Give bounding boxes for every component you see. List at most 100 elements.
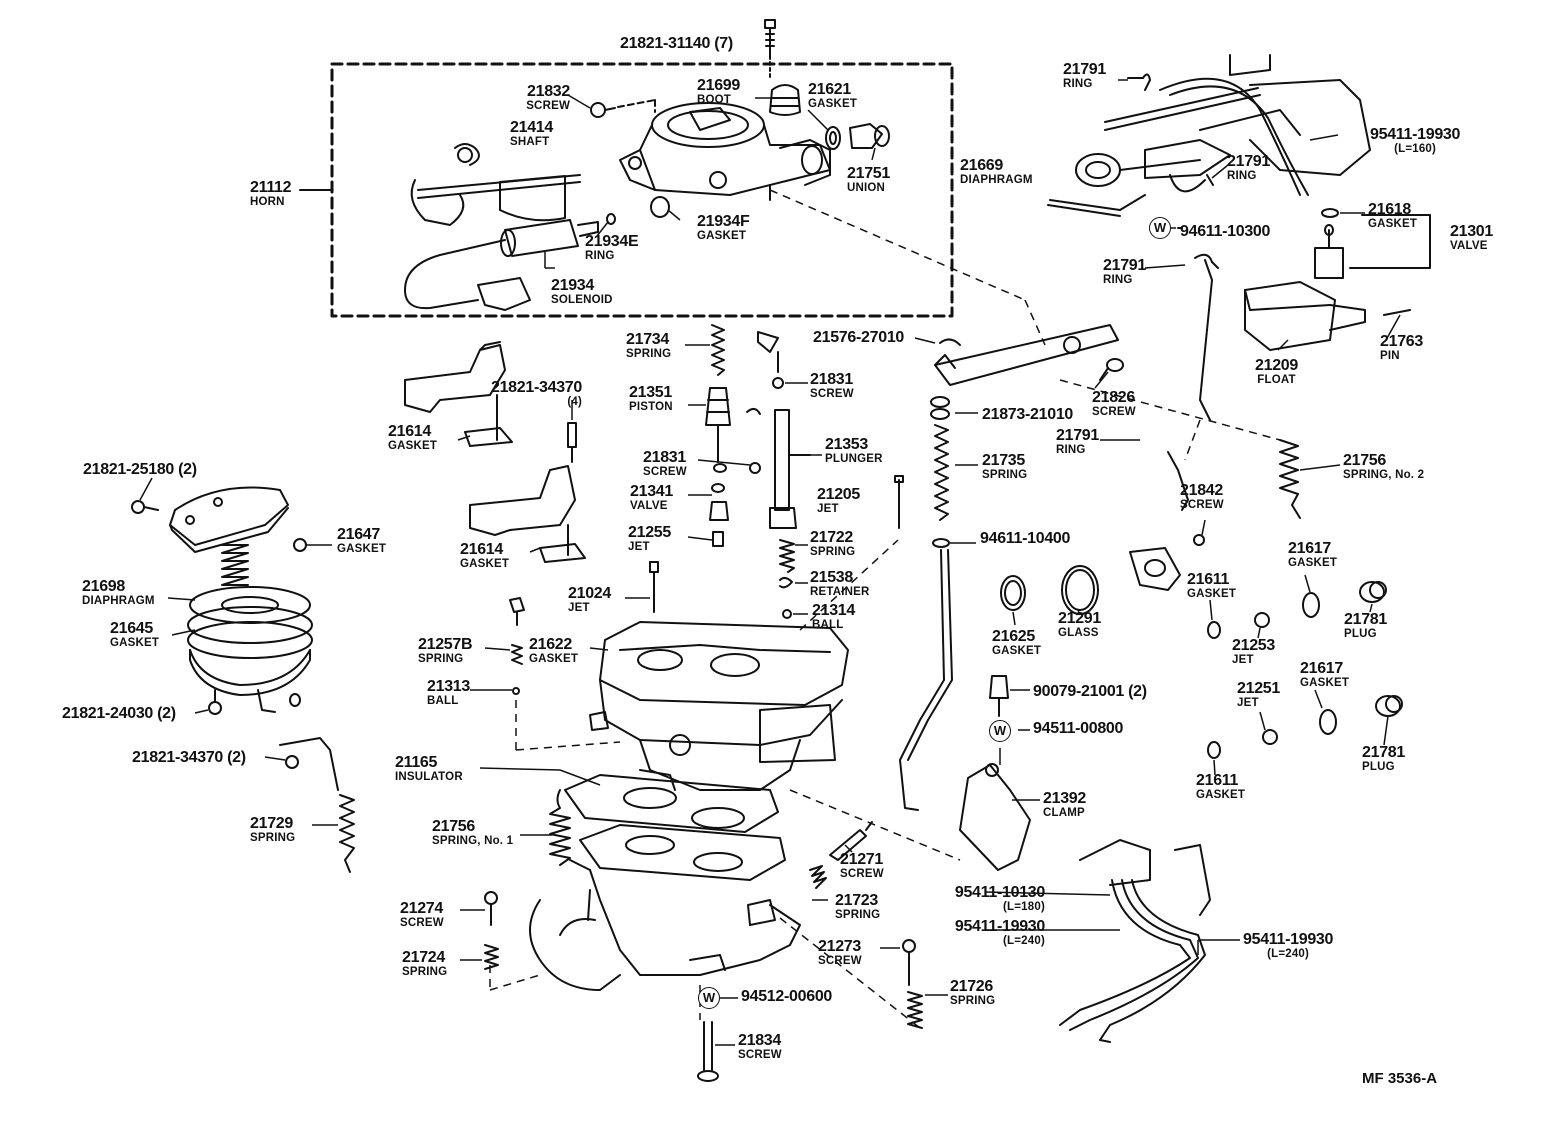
spring-21735-icon bbox=[934, 424, 949, 521]
part-number: 95411-19930 bbox=[954, 918, 1045, 935]
part-number: 94511-00800 bbox=[1033, 720, 1124, 737]
part-number: 21341 bbox=[630, 483, 673, 500]
part-label-p34: 21821-25180 (2) bbox=[83, 462, 197, 478]
part-number: 95411-10130 bbox=[954, 884, 1045, 901]
part-number: 21621 bbox=[808, 81, 851, 98]
part-name: SPRING bbox=[810, 546, 856, 558]
part-number: 21842 bbox=[1180, 482, 1223, 499]
part-name: HORN bbox=[250, 196, 285, 208]
part-name: GASKET bbox=[388, 440, 438, 452]
part-number: 21301 bbox=[1450, 223, 1493, 240]
part-label-p63: 21821-34370 (2) bbox=[132, 750, 246, 766]
part-name: SCREW bbox=[840, 868, 884, 880]
part-number: 21251 bbox=[1237, 680, 1280, 697]
part-name: JET bbox=[1237, 697, 1259, 709]
part-number: 21257B bbox=[418, 636, 473, 653]
part-number: 21756 bbox=[1343, 452, 1386, 469]
plunger-icon bbox=[769, 409, 811, 529]
part-name: JET bbox=[628, 541, 650, 553]
part-number: 21791 bbox=[1103, 257, 1146, 274]
part-name: JET bbox=[568, 602, 590, 614]
part-name: SCREW bbox=[1180, 499, 1224, 511]
part-name: GASKET bbox=[529, 653, 579, 665]
part-name: GASKET bbox=[992, 645, 1042, 657]
part-number: 21821-31140 (7) bbox=[620, 35, 733, 52]
part-number: 21647 bbox=[337, 526, 380, 543]
part-number: 21791 bbox=[1227, 153, 1270, 170]
casting-upper-icon bbox=[404, 341, 513, 447]
part-number: 21273 bbox=[818, 938, 861, 955]
piston-icon bbox=[705, 387, 731, 473]
part-name: SPRING bbox=[418, 653, 464, 665]
gasket-21934f-icon bbox=[650, 196, 670, 218]
part-number: 21576-27010 bbox=[813, 329, 905, 346]
part-number: 21934E bbox=[585, 233, 639, 250]
part-label-p60: 21821-24030 (2) bbox=[62, 706, 176, 722]
boot-icon bbox=[769, 84, 801, 116]
top-screw-icon bbox=[764, 19, 776, 79]
part-name: GLASS bbox=[1058, 627, 1099, 639]
part-number: 21791 bbox=[1056, 427, 1099, 444]
part-number: 21209 bbox=[1255, 357, 1298, 374]
diaphragm-21669-icon bbox=[1047, 139, 1231, 217]
part-name: JET bbox=[1232, 654, 1254, 666]
part-label-p61: 94511-00800 bbox=[1033, 721, 1123, 737]
part-name: SPRING, No. 2 bbox=[1343, 469, 1425, 481]
part-name: GASKET bbox=[697, 230, 747, 242]
part-name: RING bbox=[1056, 444, 1086, 456]
part-label-p17: 94611-10300 bbox=[1180, 224, 1270, 240]
part-number: 21699 bbox=[697, 77, 740, 94]
part-label-p21: 21576-27010 bbox=[813, 330, 904, 346]
part-name: BALL bbox=[427, 695, 459, 707]
part-name: SOLENOID bbox=[551, 294, 613, 306]
part-number: 21832 bbox=[527, 83, 570, 100]
part-number: 21618 bbox=[1368, 201, 1411, 218]
part-number: 95411-19930 bbox=[1370, 126, 1461, 143]
part-number: 21414 bbox=[510, 119, 553, 136]
spring-21698-icon bbox=[221, 544, 249, 586]
part-number: 21781 bbox=[1362, 744, 1405, 761]
part-name: RING bbox=[1103, 274, 1133, 286]
part-number: 94611-10300 bbox=[1180, 223, 1271, 240]
part-number: 21024 bbox=[568, 585, 611, 602]
part-name: GASKET bbox=[808, 98, 858, 110]
part-number: 21274 bbox=[400, 900, 443, 917]
part-label-p41: 94611-10400 bbox=[980, 531, 1070, 547]
part-number: 21625 bbox=[992, 628, 1035, 645]
valve-21301-icon bbox=[1314, 224, 1344, 279]
part-number: 94611-10400 bbox=[980, 530, 1071, 547]
part-label-p01: 21821-31140 (7) bbox=[620, 36, 733, 52]
part-name: GASKET bbox=[1288, 557, 1338, 569]
part-name: SCREW bbox=[738, 1049, 782, 1061]
part-number: 21392 bbox=[1043, 790, 1086, 807]
part-name: SCREW bbox=[526, 100, 570, 112]
pump-lever-icon bbox=[934, 324, 1119, 386]
part-name: RETAINER bbox=[810, 586, 870, 598]
part-number: 21165 bbox=[395, 754, 438, 771]
